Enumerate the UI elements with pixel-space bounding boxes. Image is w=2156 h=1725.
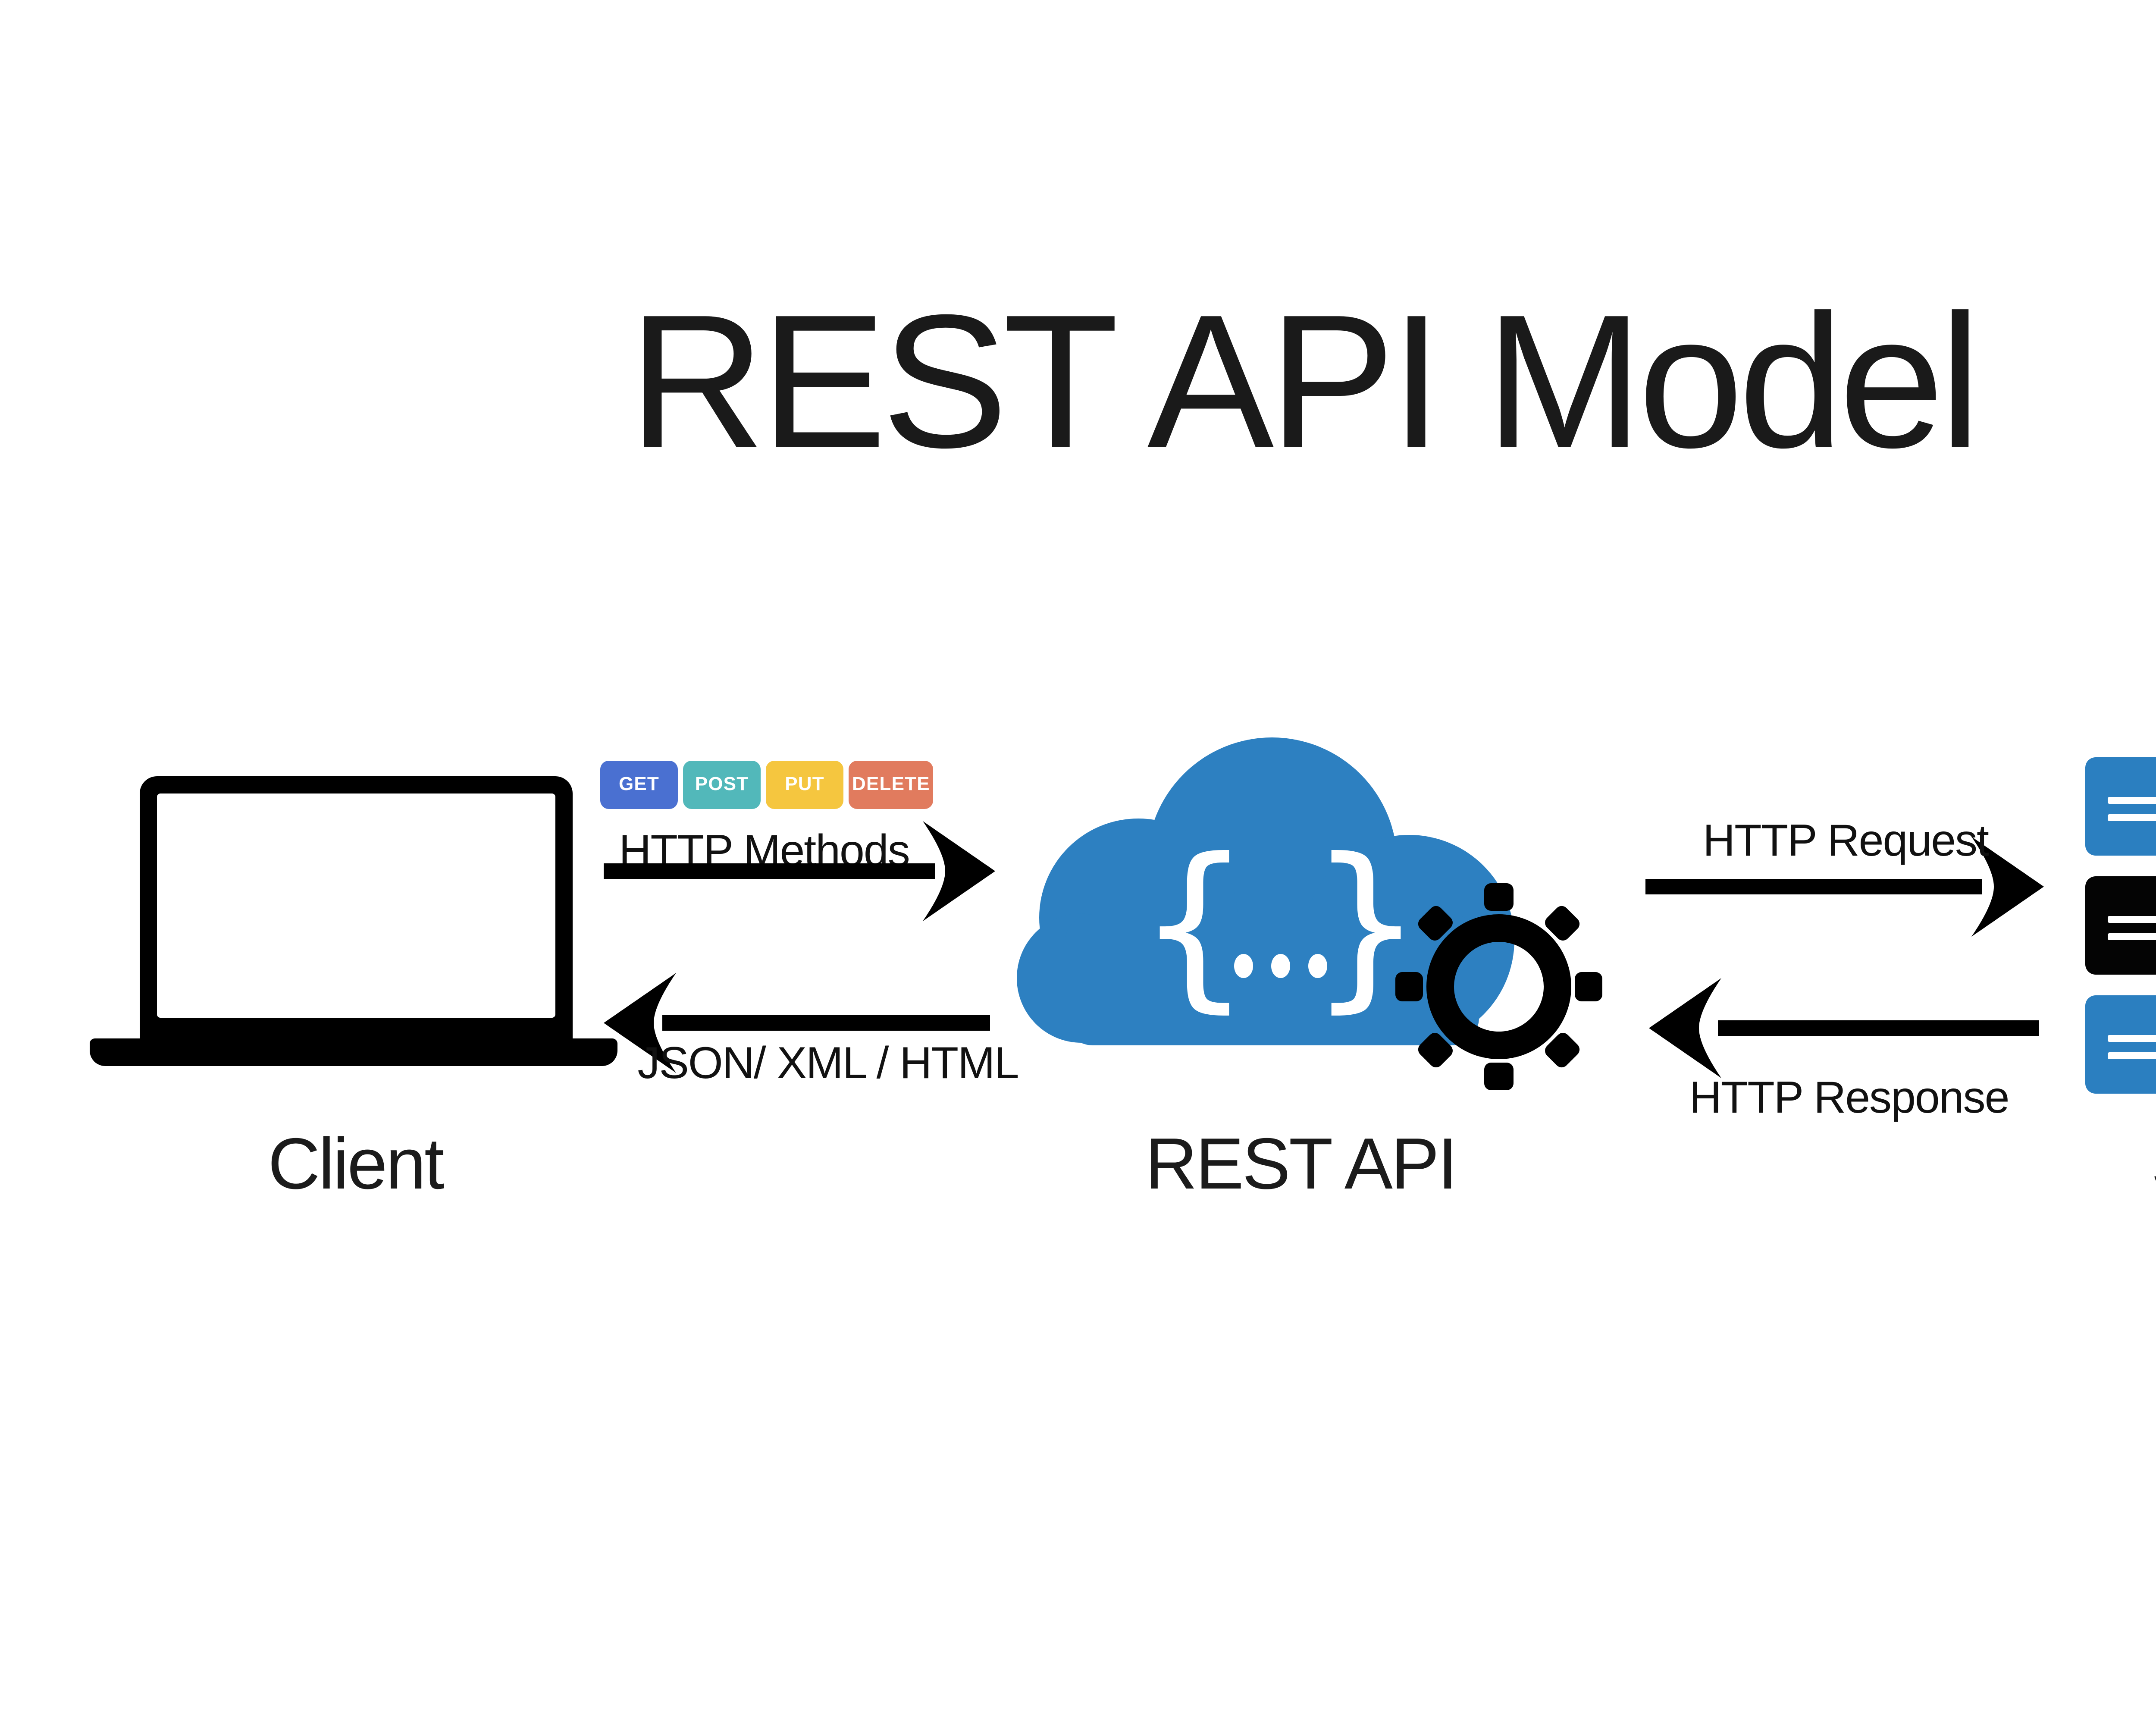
server-slot-line [2108, 916, 2156, 923]
http-method-badge: DELETE [849, 761, 934, 809]
server-slot-line [2108, 933, 2156, 940]
http-response-label: HTTP Response [1689, 1071, 2010, 1123]
server-slot-line [2108, 1035, 2156, 1042]
formats-label: JSON/ XML / HTML [637, 1037, 1019, 1088]
laptop-icon [140, 776, 573, 1038]
http-request-label: HTTP Request [1703, 814, 1989, 866]
arrow-left-formats-icon [604, 973, 990, 1073]
http-method-badge: POST [683, 761, 761, 809]
server-unit-middle [2085, 876, 2156, 975]
gear-icon [1395, 883, 1602, 1090]
page-title: REST API Model [628, 276, 1981, 488]
server-slot-line [2108, 814, 2156, 821]
http-method-badge: GET [600, 761, 678, 809]
laptop-screen-area [157, 794, 555, 1018]
laptop-base [90, 1038, 617, 1066]
server-unit-top [2085, 757, 2156, 856]
server-unit-bottom [2085, 995, 2156, 1094]
cloud-shape [1017, 737, 1514, 1045]
server-slot-line [2108, 797, 2156, 804]
ellipsis-dots [1234, 954, 1327, 978]
arrow-right-http-request-icon [1645, 837, 2044, 937]
client-label: Client [268, 1123, 445, 1204]
arrow-left-http-response-icon [1649, 978, 2039, 1078]
arrow-right-http-methods-icon [604, 821, 995, 921]
server-icon [2085, 757, 2156, 1114]
http-method-badge: PUT [766, 761, 843, 809]
rest-api-label: REST API [1145, 1123, 1457, 1204]
server-label: Server [2151, 1123, 2156, 1206]
brace-left: { [1138, 820, 1252, 1029]
cloud-icon: { } [1017, 737, 1602, 1090]
server-slot-line [2108, 1052, 2156, 1059]
